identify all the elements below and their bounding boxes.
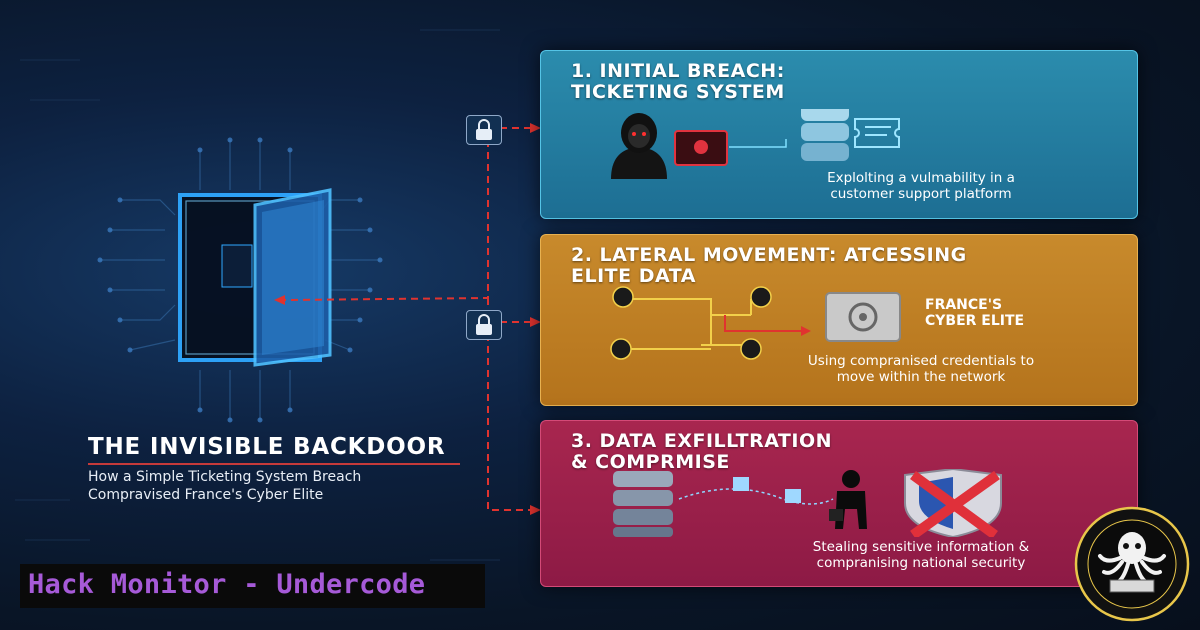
- vault-label: FRANCE'S CYBER ELITE: [925, 297, 1035, 329]
- vault-icon: [825, 292, 901, 342]
- vault-label-line1: FRANCE'S: [925, 297, 1003, 313]
- octopus-logo: [1074, 506, 1190, 622]
- shield-icon: [904, 469, 1002, 537]
- step-1-title-line2: TICKETING SYSTEM: [571, 81, 785, 103]
- step-1-panel: 1. INITIAL BREACH: TICKETING SYSTEM Expl…: [540, 50, 1138, 219]
- step-3-description: Stealing sensitive information & compran…: [741, 539, 1101, 571]
- exfil-illustration: [613, 469, 1002, 537]
- step-1-desc-line1: Explolting a vulmability in a: [827, 170, 1015, 186]
- brand-label: Hack Monitor - Undercode: [28, 569, 426, 600]
- person-icon: [829, 470, 867, 529]
- ticket-icon: [854, 118, 900, 148]
- step-2-description: Using compranised credentials to move wi…: [761, 353, 1081, 385]
- door-icon: [178, 188, 332, 367]
- page-title: THE INVISIBLE BACKDOOR: [88, 434, 446, 460]
- title-underline: [88, 463, 460, 465]
- step-1-desc-line2: customer support platform: [830, 186, 1012, 202]
- hacker-icon: [611, 113, 667, 179]
- step-1-title-line1: 1. INITIAL BREACH:: [571, 60, 785, 82]
- step-2-desc-line1: Using compranised credentials to: [807, 353, 1035, 369]
- step-2-title-line2: ELITE DATA: [571, 265, 696, 287]
- padlock-icon: [466, 310, 502, 340]
- step-2-desc-line2: move within the network: [836, 369, 1006, 385]
- padlock-icon: [466, 115, 502, 145]
- step-3-desc-line2: compranising national security: [816, 555, 1026, 571]
- server-icon: [613, 471, 673, 537]
- step-3-title-line2: & COMPRMISE: [571, 451, 730, 473]
- step-1-title: 1. INITIAL BREACH: TICKETING SYSTEM: [571, 61, 785, 103]
- server-icon: [801, 109, 849, 161]
- page-subtitle: How a Simple Ticketing System Breach Com…: [88, 468, 361, 504]
- person-icon: [610, 286, 772, 360]
- breach-illustration: [611, 109, 900, 179]
- step-3-desc-line1: Stealing sensitive information &: [812, 539, 1030, 555]
- step-3-title-line1: 3. DATA EXFILLTRATION: [571, 430, 833, 452]
- step-2-title-line1: 2. LATERAL MOVEMENT: ATCESSING: [571, 244, 967, 266]
- vault-label-line2: CYBER ELITE: [925, 313, 1025, 329]
- step-1-description: Explolting a vulmability in a customer s…: [771, 170, 1071, 202]
- step-3-title: 3. DATA EXFILLTRATION & COMPRMISE: [571, 431, 832, 473]
- step-2-title: 2. LATERAL MOVEMENT: ATCESSING ELITE DAT…: [571, 245, 967, 287]
- subtitle-line1: How a Simple Ticketing System Breach: [88, 469, 362, 485]
- lateral-illustration: [610, 286, 901, 360]
- brand-banner: Hack Monitor - Undercode: [20, 564, 485, 608]
- step-3-panel: 3. DATA EXFILLTRATION & COMPRMISE Steali…: [540, 420, 1138, 587]
- subtitle-line2: Compravised France's Cyber Elite: [88, 487, 324, 503]
- step-2-panel: 2. LATERAL MOVEMENT: ATCESSING ELITE DAT…: [540, 234, 1138, 406]
